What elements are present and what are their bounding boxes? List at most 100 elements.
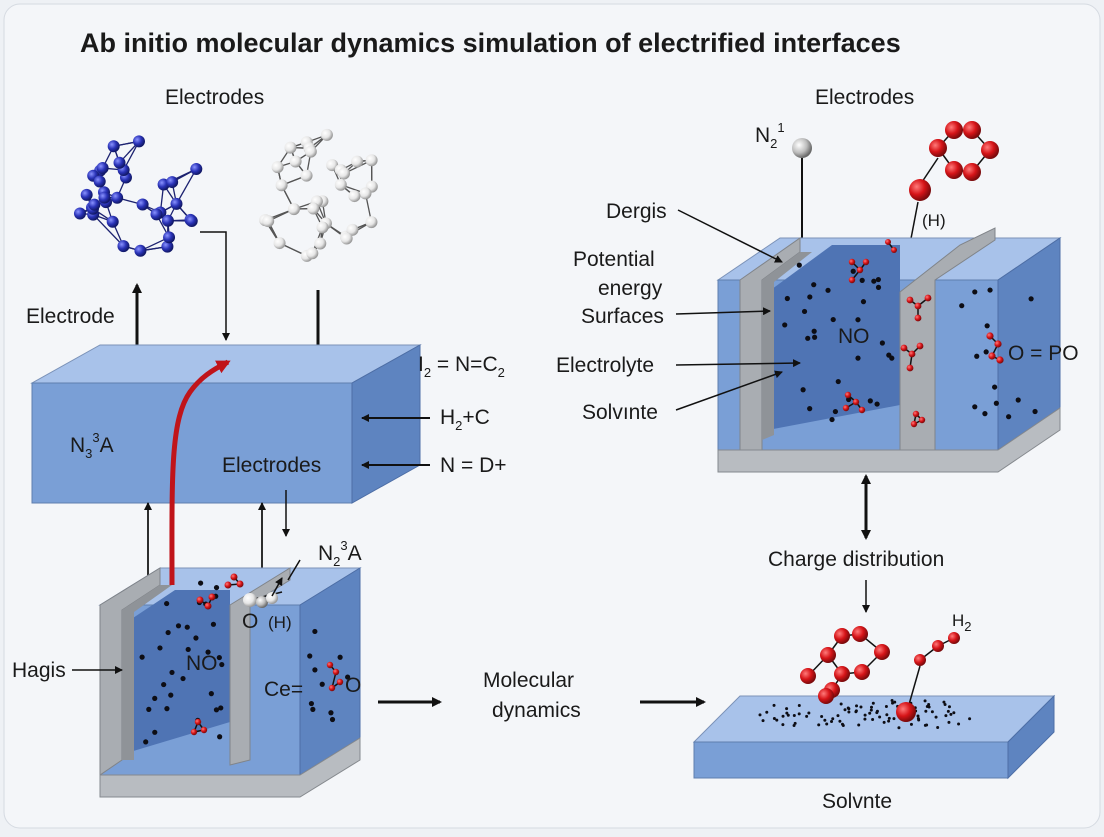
molecule-atom [327,662,333,668]
solvent-dot [968,717,971,720]
cluster-atom [307,203,319,215]
solvent-dot [817,723,820,726]
molecule-atom [854,664,870,680]
solvent-dot [868,398,873,403]
dergis-label: Dergis [606,200,667,223]
right-o-po-label: O = PO [1008,342,1079,365]
solvent-dot [310,707,315,712]
solvent-dot [793,724,796,727]
molecule-atom [859,407,865,413]
solvent-dot [1032,409,1037,414]
slab-electrodes-label: Electrodes [222,454,321,477]
molecule-atom [209,594,216,601]
solvent-dot [948,705,951,708]
solvent-dot [928,705,931,708]
solvent-dot [829,417,834,422]
solvent-dot [802,309,807,314]
charge-distribution-label: Charge distribution [768,548,944,571]
solvent-dot [152,696,157,701]
molecule-atom [914,654,926,666]
solvent-dot [773,717,776,720]
left-electrodes-header: Electrodes [165,86,264,109]
solvent-dot [798,704,801,707]
solvent-dot [807,711,810,714]
molecule-atom [909,351,916,358]
solvent-dot [987,287,992,292]
solvent-dot [807,294,812,299]
solvent-dot [892,717,895,720]
molecule-atom [852,626,868,642]
solvent-dot [169,670,174,675]
solvent-dot [312,629,317,634]
cluster-atom [133,135,145,147]
molecule-atom [901,345,908,352]
solvent-dot [820,715,823,718]
molecule-atom [845,392,851,398]
cluster-atom [274,237,286,249]
molecule-atom [231,574,238,581]
solvent-dot [146,707,151,712]
right-cell-no-label: NO [838,325,870,348]
molecule-atom [863,259,869,265]
cluster-atom [166,176,178,188]
nd-label: N = D+ [440,454,507,477]
molecule-atom [981,141,999,159]
solvent-dot [947,710,950,713]
potential-label-3: Surfaces [581,305,664,328]
cluster-atom [98,192,110,204]
molecule-atom [988,352,995,359]
cluster-atom [134,245,146,257]
solvent-dot [855,704,858,707]
solvent-dot [161,682,166,687]
cell-n2a-label: N23A [318,538,362,569]
solvent-dot [825,288,830,293]
cluster-atom [262,215,274,227]
surface-solvinte-label: Solvnte [822,790,892,813]
solvent-dot [847,710,850,713]
molecule-atom [849,277,855,283]
molecule-atom [891,247,897,253]
molecule-atom [911,421,917,427]
solvent-dot [793,714,796,717]
solvent-dot [855,317,860,322]
cluster-atom [162,215,174,227]
molecule-atom [834,628,850,644]
solvent-dot [797,263,802,268]
molecule-atom [195,719,201,725]
cluster-atom [290,156,302,168]
solvent-dot [984,349,989,354]
solvent-dot [219,662,224,667]
solvent-dot [781,723,784,726]
solvent-dot [307,653,312,658]
solvent-dot [944,703,947,706]
solvent-dot [864,714,867,717]
cluster-atom [288,203,300,215]
solvent-dot [855,709,858,712]
solvent-dot [214,707,219,712]
cluster-atom [366,154,378,166]
solvent-dot [887,720,890,723]
cluster-atom [359,187,371,199]
solvent-dot [811,282,816,287]
molecule-atom [932,640,944,652]
i2-formula-label: I2 = N=C2 [418,353,505,380]
solvent-dot [974,354,979,359]
solvent-dot [861,299,866,304]
solvent-dot [883,721,886,724]
solvent-dot [152,730,157,735]
solvent-dot [844,708,847,711]
cluster-atom [338,168,350,180]
solvent-dot [925,724,928,727]
cluster-atom [316,221,328,233]
cluster-atom [301,170,313,182]
solvent-dot [787,714,790,717]
solvent-dot [309,701,314,706]
solvent-dot [891,699,894,702]
electrode-label: Electrode [26,305,115,328]
cluster-atom [186,215,198,227]
solvent-dot [992,384,997,389]
cluster-atom [117,240,129,252]
molecule-atom [909,179,931,201]
molecule-atom [986,332,993,339]
